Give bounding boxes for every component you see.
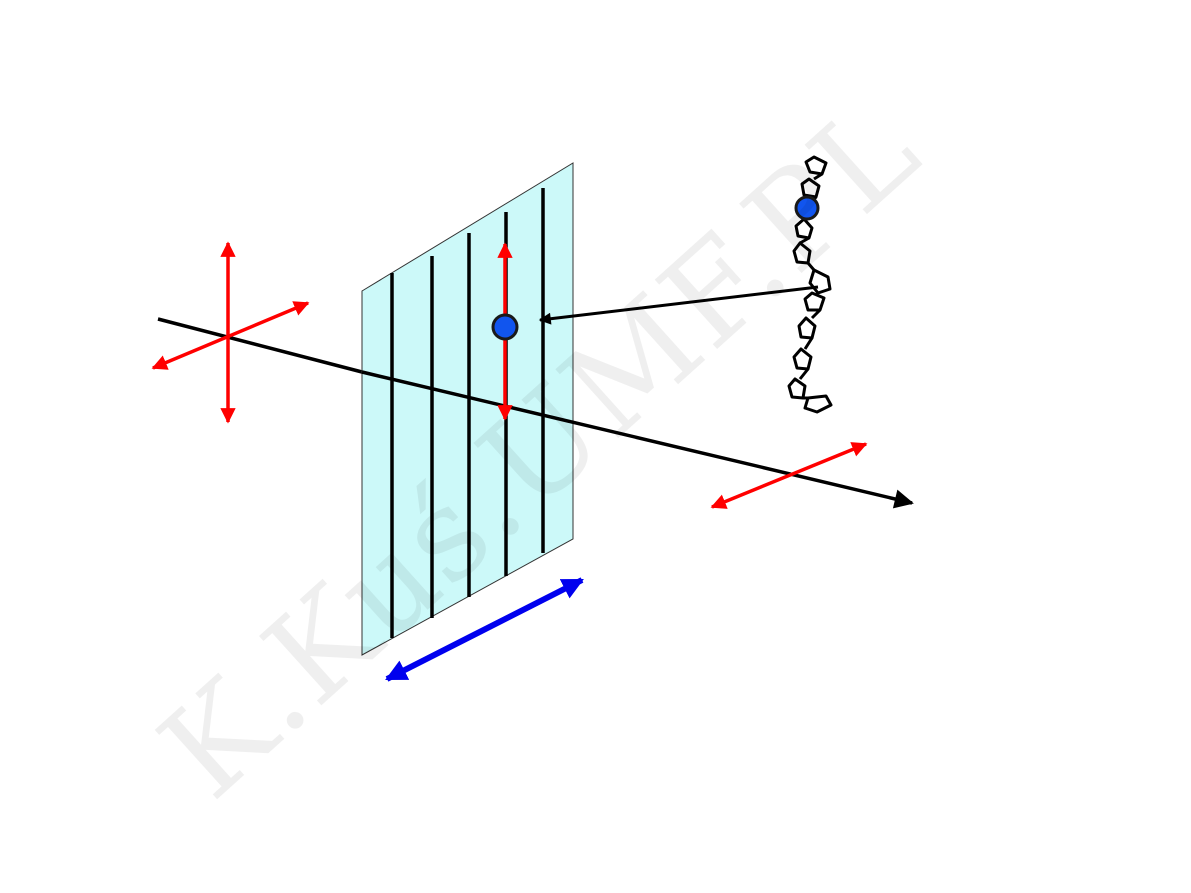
polymer-chain-ring	[803, 291, 826, 312]
polymer-chain-icon	[787, 155, 833, 414]
electron-on-wire-icon	[491, 313, 519, 341]
electron-on-molecule-icon	[794, 195, 820, 221]
polymer-chain-ring	[787, 377, 807, 400]
transmission-axis-arrow	[385, 577, 584, 682]
incident-beam-line	[157, 317, 363, 374]
polarizer-wires	[390, 188, 545, 638]
molecule-pointer-arrow	[538, 285, 819, 325]
polymer-chain-ring	[792, 347, 813, 371]
polymer-chain-ring	[800, 177, 821, 199]
polymer-chain-ring	[792, 241, 812, 265]
polymer-chain-ring	[804, 155, 828, 176]
polymer-chain-ring	[808, 268, 832, 295]
polymer-chain-ring	[794, 217, 814, 240]
transmitted-e-field-arrow	[710, 442, 868, 509]
unpolarized-light-arrows	[151, 241, 310, 424]
polymer-chain-ring	[803, 394, 833, 414]
polymer-chain-ring	[797, 316, 817, 340]
horizontal-e-field-arrow	[151, 301, 310, 370]
